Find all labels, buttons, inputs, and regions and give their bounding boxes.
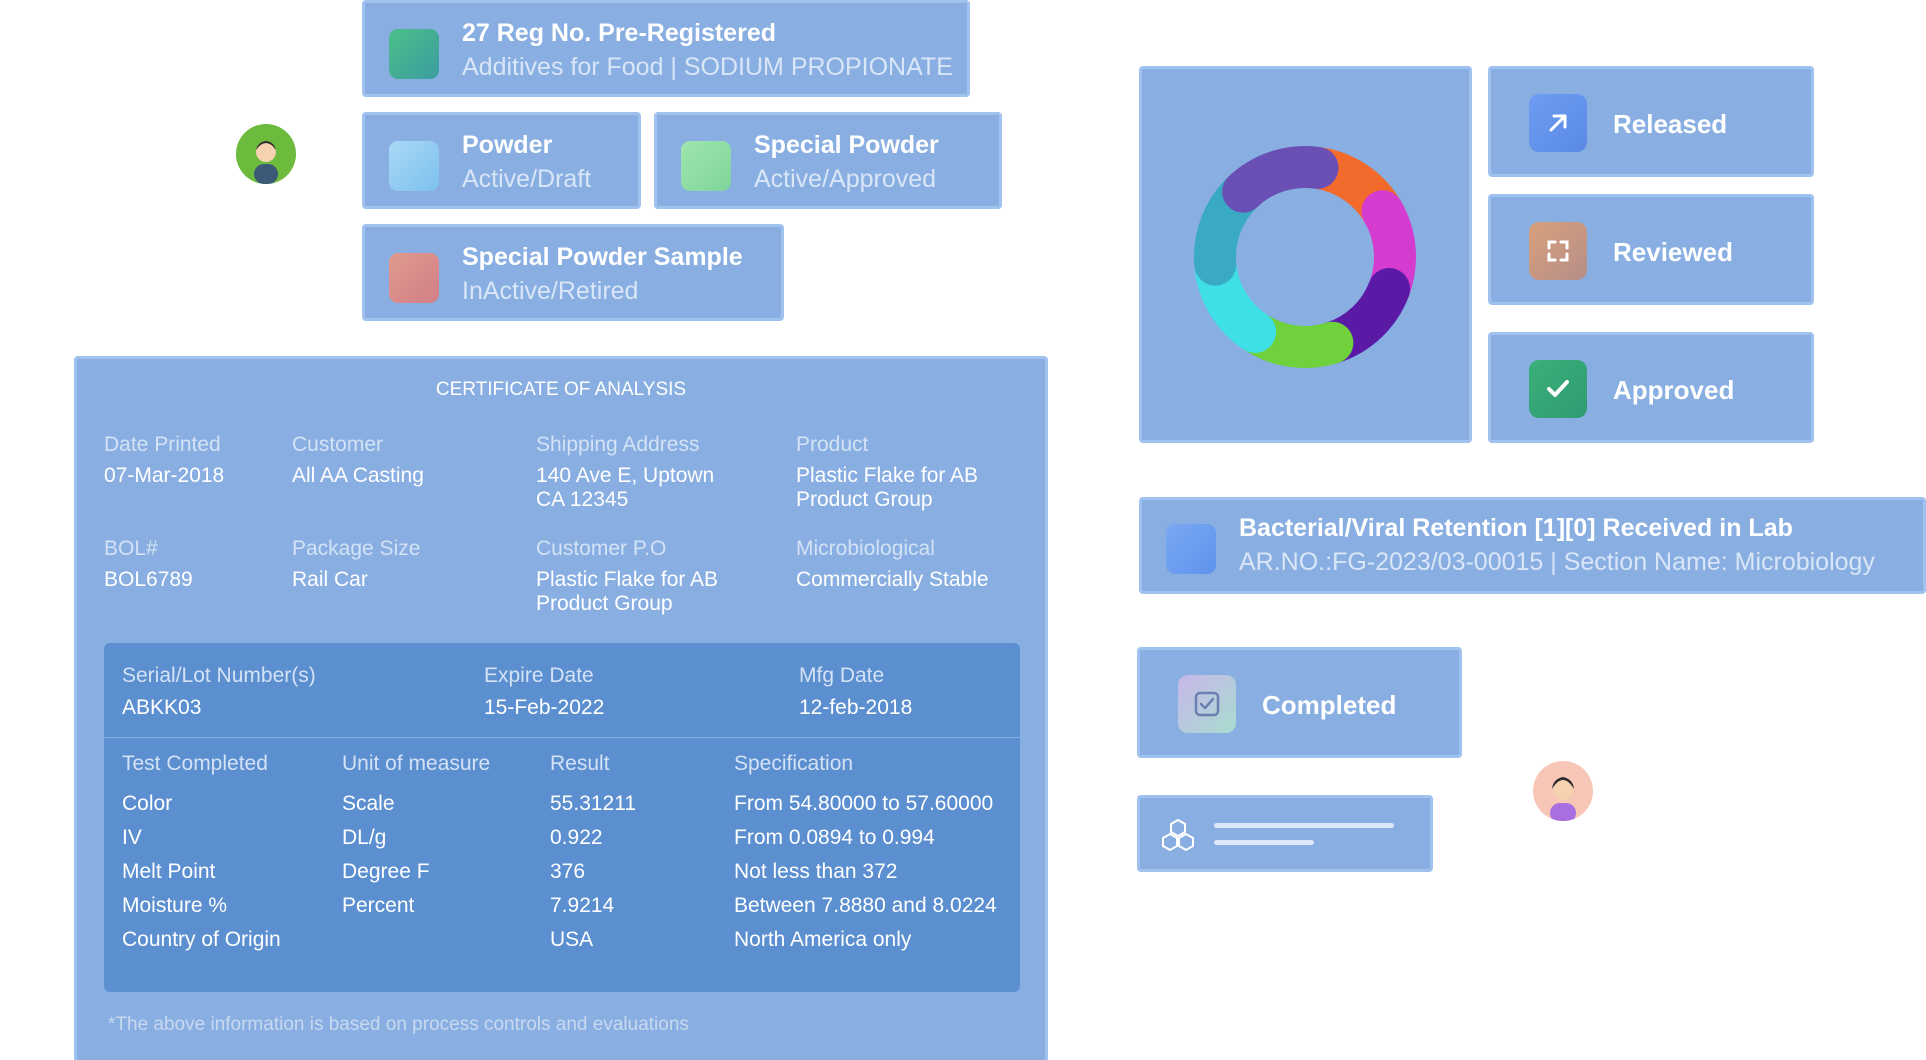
approved-label: Approved	[1613, 375, 1735, 405]
field-value: 140 Ave E, Uptown CA 12345	[536, 464, 715, 511]
field-label: Customer	[292, 433, 384, 456]
column-header: Unit of measure	[342, 752, 491, 775]
special-powder-swatch	[681, 141, 731, 191]
retention-swatch	[1166, 524, 1216, 574]
field-value: BOL6789	[104, 568, 193, 591]
field-value: Plastic Flake for AB Product Group	[796, 464, 979, 511]
table-cell: Not less than 372	[734, 860, 898, 883]
special-powder-sample-subtitle: InActive/Retired	[462, 277, 639, 305]
retention-subtitle: AR.NO.:FG-2023/03-00015 | Section Name: …	[1239, 548, 1875, 576]
skeleton-line-long	[1214, 823, 1394, 828]
completed-label: Completed	[1262, 690, 1397, 720]
special-powder-title: Special Powder	[754, 131, 939, 159]
certificate-footnote: *The above information is based on proce…	[108, 1014, 689, 1035]
table-cell: DL/g	[342, 826, 387, 849]
field-value: All AA Casting	[292, 464, 424, 487]
product-card-special-powder[interactable]: Special Powder Active/Approved	[654, 112, 1002, 209]
released-label: Released	[1613, 109, 1728, 139]
product-card-special-powder-sample[interactable]: Special Powder Sample InActive/Retired	[362, 224, 784, 321]
released-card[interactable]: Released	[1488, 66, 1814, 177]
checkmark-icon	[1529, 360, 1587, 418]
field-label: BOL#	[104, 537, 158, 560]
field-value: 07-Mar-2018	[104, 464, 225, 487]
table-cell: Degree F	[342, 860, 430, 883]
field-value: Plastic Flake for AB Product Group	[536, 568, 719, 615]
field-label: Shipping Address	[536, 433, 700, 456]
expire-value: 15-Feb-2022	[484, 696, 605, 719]
powder-subtitle: Active/Draft	[462, 165, 592, 193]
avatar-male	[236, 124, 296, 184]
retention-card[interactable]: Bacterial/Viral Retention [1][0] Receive…	[1139, 497, 1926, 594]
person-icon	[1550, 777, 1576, 821]
special-powder-sample-swatch	[389, 253, 439, 303]
hexagons-icon	[1162, 818, 1194, 852]
test-results-panel: Serial/Lot Number(s) ABKK03 Expire Date …	[104, 643, 1020, 992]
field-value: Rail Car	[292, 568, 368, 591]
special-powder-subtitle: Active/Approved	[754, 165, 937, 193]
table-cell: North America only	[734, 928, 912, 951]
reviewed-card[interactable]: Reviewed	[1488, 194, 1814, 305]
table-cell: Melt Point	[122, 860, 216, 883]
column-header: Specification	[734, 752, 854, 775]
refresh-icon	[1529, 222, 1587, 280]
registration-swatch	[389, 29, 439, 79]
powder-title: Powder	[462, 131, 553, 159]
donut-chart-card	[1139, 66, 1472, 443]
retention-title: Bacterial/Viral Retention [1][0] Receive…	[1239, 514, 1793, 542]
field-label: Microbiological	[796, 537, 935, 560]
special-powder-sample-title: Special Powder Sample	[462, 243, 743, 271]
table-cell: Between 7.8880 and 8.0224	[734, 894, 997, 917]
table-cell: Country of Origin	[122, 928, 281, 951]
lot-label: Serial/Lot Number(s)	[122, 664, 316, 687]
column-header: Result	[550, 752, 610, 775]
powder-swatch	[389, 141, 439, 191]
registration-subtitle: Additives for Food | SODIUM PROPIONATE	[462, 53, 953, 81]
table-cell: From 0.0894 to 0.994	[734, 826, 935, 849]
table-cell: Color	[122, 792, 173, 815]
loading-card[interactable]	[1137, 795, 1433, 872]
completed-card[interactable]: Completed	[1137, 647, 1462, 758]
table-cell: 55.31211	[550, 792, 637, 815]
approved-card[interactable]: Approved	[1488, 332, 1814, 443]
column-header: Test Completed	[122, 752, 268, 775]
table-cell: 376	[550, 860, 586, 883]
check-square-icon	[1178, 675, 1236, 733]
table-cell: Scale	[342, 792, 395, 815]
donut-segment	[1222, 146, 1339, 213]
table-cell: Percent	[342, 894, 415, 917]
table-cell: 0.922	[550, 826, 603, 849]
field-label: Date Printed	[104, 433, 221, 456]
donut-chart	[1194, 146, 1416, 368]
certificate-card: CERTIFICATE OF ANALYSIS Date Printed 07-…	[74, 356, 1048, 1060]
field-label: Package Size	[292, 537, 421, 560]
expire-label: Expire Date	[484, 664, 594, 687]
mfg-label: Mfg Date	[799, 664, 885, 687]
table-cell: Moisture %	[122, 894, 228, 917]
table-cell: IV	[122, 826, 142, 849]
registration-title: 27 Reg No. Pre-Registered	[462, 19, 776, 47]
field-value: Commercially Stable	[796, 568, 989, 591]
table-cell: From 54.80000 to 57.60000	[734, 792, 994, 815]
skeleton-line-short	[1214, 840, 1314, 845]
mfg-value: 12-feb-2018	[799, 696, 913, 719]
lot-value: ABKK03	[122, 696, 202, 719]
registration-card[interactable]: 27 Reg No. Pre-Registered Additives for …	[362, 0, 970, 97]
divider	[104, 737, 1020, 738]
field-label: Product	[796, 433, 869, 456]
avatar-female	[1533, 761, 1593, 821]
reviewed-label: Reviewed	[1613, 237, 1733, 267]
arrow-up-right-icon	[1529, 94, 1587, 152]
field-label: Customer P.O	[536, 537, 667, 560]
table-cell: USA	[550, 928, 594, 951]
person-icon	[254, 141, 278, 184]
product-card-powder[interactable]: Powder Active/Draft	[362, 112, 641, 209]
certificate-title: CERTIFICATE OF ANALYSIS	[435, 379, 687, 400]
table-cell: 7.9214	[550, 894, 615, 917]
